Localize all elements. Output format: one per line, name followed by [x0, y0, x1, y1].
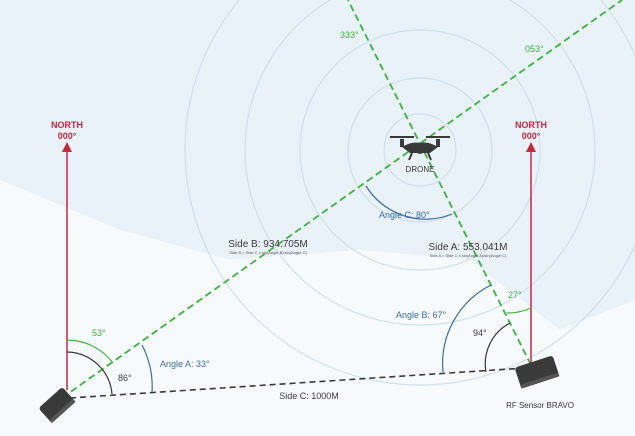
- arc-86-left: [66, 351, 113, 395]
- north-arrow-right: NORTH 000°: [515, 120, 547, 365]
- coverage-shade-blue: [0, 0, 635, 330]
- sensor-left-icon: [39, 388, 76, 424]
- arc-53-left: [66, 339, 114, 364]
- bearing-line-053: [61, 0, 623, 399]
- bearing-line-333: [347, 0, 532, 366]
- north-right-label: NORTH: [515, 120, 547, 130]
- signal-ring: [299, 29, 541, 271]
- left-bearing-deg: 53°: [92, 328, 106, 338]
- angle-b-label: Angle B: 67°: [396, 310, 447, 320]
- arc-27-right: [506, 307, 532, 314]
- side-a-formula: Side A = Side C x sin(Angle A)/sin(Angle…: [430, 253, 507, 258]
- side-c-line: [69, 367, 526, 399]
- angle-c-label: Angle C: 80°: [379, 210, 430, 220]
- north-right-bearing: 000°: [522, 131, 541, 141]
- bearing-333-label: 333°: [340, 30, 359, 40]
- side-a-label: Side A: 553.041M: [429, 242, 508, 253]
- right-bearing-deg: 27°: [508, 290, 522, 300]
- arc-angle-b: [442, 284, 492, 373]
- signal-ring: [184, 0, 635, 386]
- side-c-label: Side C: 1000M: [279, 391, 339, 401]
- signal-ring: [347, 77, 493, 223]
- sensor-right-icon: [515, 356, 560, 389]
- north-left-label: NORTH: [51, 120, 83, 130]
- drone-icon: [390, 136, 450, 161]
- arc-angle-c: [365, 185, 453, 220]
- signal-ring: [244, 0, 596, 326]
- sensor-right-label: RF Sensor BRAVO: [506, 401, 574, 410]
- bearing-053-label: 053°: [525, 44, 544, 54]
- arc-angle-a: [141, 344, 153, 393]
- north-left-bearing: 000°: [58, 131, 77, 141]
- angle-left-inner: 86°: [118, 373, 132, 383]
- side-b-label: Side B: 934.705M: [228, 239, 308, 250]
- drone-label: DRONE: [406, 165, 435, 174]
- angle-right-inner: 94°: [473, 328, 487, 338]
- angle-a-label: Angle A: 33°: [160, 359, 210, 369]
- north-arrow-left: NORTH 000°: [51, 120, 83, 390]
- signal-ring: [383, 113, 457, 187]
- arc-94-right: [484, 322, 511, 373]
- coverage-shade-light: [0, 180, 635, 436]
- side-b-formula: Side B = Side C x sin(Angle B)/sin(Angle…: [229, 250, 307, 255]
- signal-rings: [184, 0, 635, 386]
